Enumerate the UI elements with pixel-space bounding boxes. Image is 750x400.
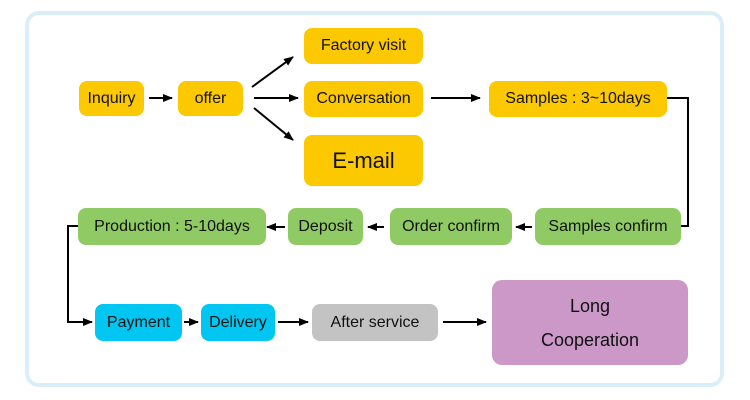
- node-label-line-2: Cooperation: [540, 329, 640, 350]
- node-label-line-1: Long: [569, 295, 611, 316]
- node-deposit: Deposit: [288, 208, 363, 245]
- node-label: Order confirm: [402, 217, 500, 235]
- node-offer: offer: [178, 81, 243, 116]
- node-label: Production : 5-10days: [94, 217, 250, 235]
- node-label: Payment: [106, 313, 171, 331]
- node-samples-confirm: Samples confirm: [535, 208, 681, 245]
- node-delivery: Delivery: [201, 304, 275, 341]
- node-label: Inquiry: [87, 89, 136, 107]
- node-label: Deposit: [298, 217, 353, 235]
- node-label: Delivery: [209, 313, 267, 331]
- node-inquiry: Inquiry: [79, 81, 144, 116]
- node-label: After service: [330, 313, 420, 331]
- node-samples: Samples : 3~10days: [489, 81, 667, 117]
- node-label: Conversation: [316, 90, 411, 107]
- node-label: E-mail: [332, 147, 395, 173]
- node-after-service: After service: [312, 304, 438, 341]
- node-label: Samples : 3~10days: [505, 90, 651, 107]
- node-payment: Payment: [95, 304, 182, 341]
- node-label: Factory visit: [320, 37, 407, 54]
- node-email: E-mail: [304, 135, 423, 186]
- node-factory-visit: Factory visit: [304, 28, 423, 64]
- node-label: Samples confirm: [548, 217, 668, 235]
- node-long-cooperation: Long Cooperation: [492, 280, 688, 365]
- node-label: offer: [194, 89, 227, 107]
- node-order-confirm: Order confirm: [390, 208, 512, 245]
- node-conversation: Conversation: [304, 81, 423, 117]
- node-production: Production : 5-10days: [78, 208, 266, 245]
